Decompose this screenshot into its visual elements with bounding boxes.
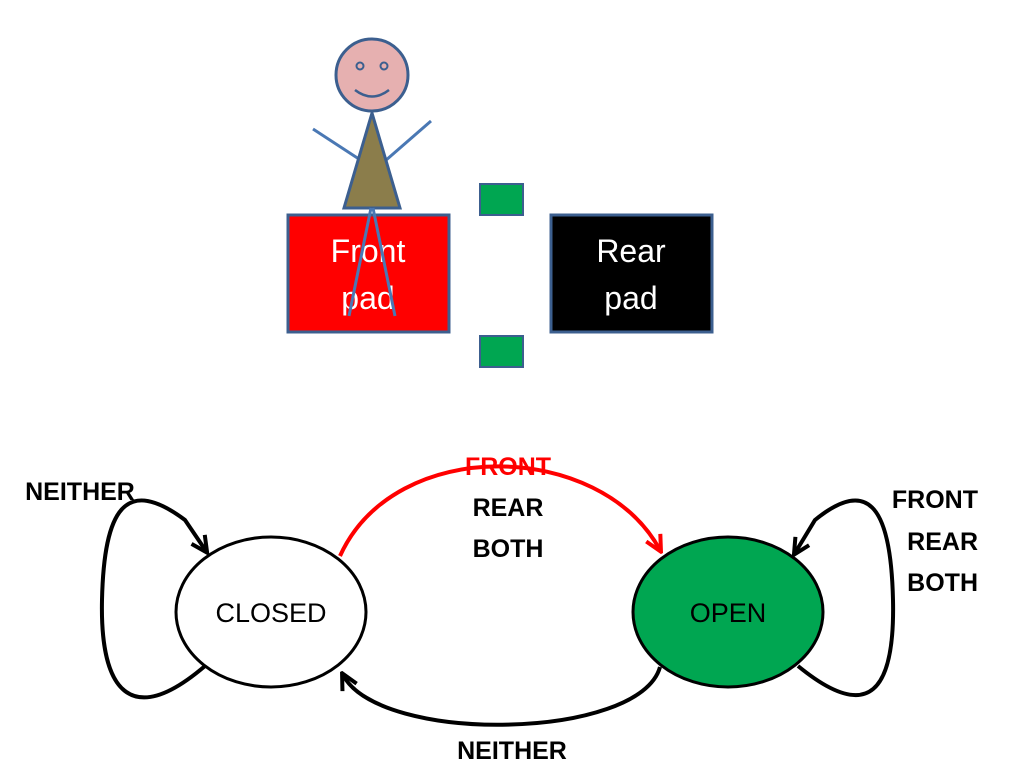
person-left-leg xyxy=(347,207,373,317)
front-pad: Front pad xyxy=(286,213,451,334)
person-left-arm xyxy=(312,127,363,163)
edge-closed-self-loop-label: NEITHER xyxy=(25,478,135,506)
person-figure xyxy=(312,37,432,317)
edge-closed-to-open-label-both: BOTH xyxy=(473,535,544,563)
edge-open-self-loop-label-front: FRONT xyxy=(892,486,978,514)
state-closed: CLOSED xyxy=(174,535,368,689)
state-closed-label: CLOSED xyxy=(215,598,326,628)
edge-open-self-loop xyxy=(795,498,896,697)
person-smile xyxy=(354,88,390,98)
door-sensor-top xyxy=(479,183,524,216)
edge-open-to-closed xyxy=(343,666,662,727)
edge-closed-to-open-label-front: FRONT xyxy=(465,453,551,481)
rear-pad-label-line2: pad xyxy=(604,280,657,316)
edge-closed-self-loop xyxy=(99,498,206,700)
person-right-leg xyxy=(371,207,397,317)
rear-pad-label-line1: Rear xyxy=(596,233,666,269)
state-open-label: OPEN xyxy=(690,598,767,628)
edge-closed-to-open-label-rear: REAR xyxy=(473,494,544,522)
person-left-eye xyxy=(355,61,365,71)
edge-closed-to-open xyxy=(338,464,660,557)
edge-open-self-loop-label-rear: REAR xyxy=(907,528,978,556)
person-body xyxy=(341,107,403,210)
person-right-arm xyxy=(384,119,432,163)
edge-open-to-closed-label: NEITHER xyxy=(457,737,567,765)
person-head xyxy=(334,37,410,113)
edge-open-self-loop-label-both: BOTH xyxy=(907,569,978,597)
door-sensor-bottom xyxy=(479,335,524,368)
rear-pad: Rear pad xyxy=(549,213,714,334)
state-open: OPEN xyxy=(631,535,825,689)
front-pad-label-line1: Front xyxy=(331,233,406,269)
person-right-eye xyxy=(379,61,389,71)
